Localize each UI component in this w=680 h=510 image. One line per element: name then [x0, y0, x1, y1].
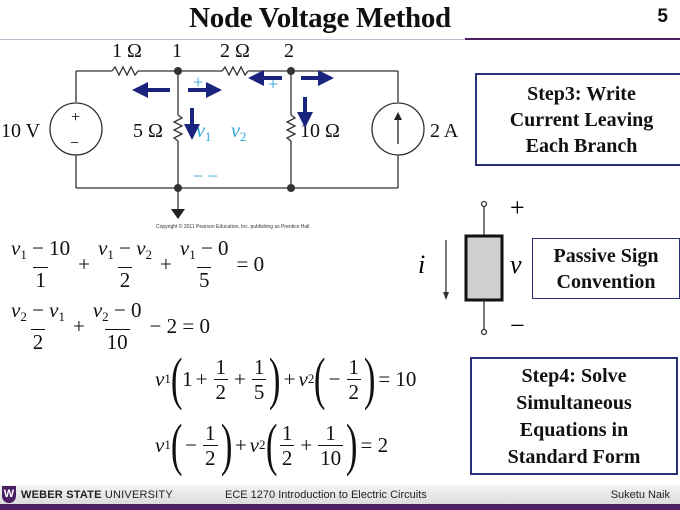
slide-title: Node Voltage Method	[189, 2, 451, 34]
ground-icon	[171, 209, 185, 219]
label-1ohm: 1 Ω	[112, 40, 142, 62]
label-2ohm: 2 Ω	[220, 40, 250, 62]
resistor-1ohm	[111, 65, 139, 77]
footer-accent-bar	[0, 504, 680, 510]
label-node-2: 2	[284, 40, 294, 62]
v2-plus: +	[268, 74, 278, 94]
step3-line-2: Current Leaving	[509, 109, 654, 131]
step3-box: Step3: Write Current Leaving Each Branch	[475, 73, 680, 166]
psc-plus: +	[510, 193, 525, 222]
wsu-logo-icon: W	[2, 486, 16, 503]
label-2a: 2 A	[430, 120, 459, 142]
step3-line-3: Each Branch	[525, 135, 638, 157]
footer-background	[0, 485, 680, 504]
psc-minus: −	[510, 311, 525, 340]
v1-minus: − −	[193, 166, 218, 186]
title-divider	[0, 39, 680, 40]
course-name: ECE 1270 Introduction to Electric Circui…	[225, 489, 427, 501]
node-1	[174, 67, 182, 75]
passive-line-2: Convention	[556, 271, 656, 293]
node-2	[287, 67, 295, 75]
passive-element	[464, 234, 504, 302]
node-bottom-2	[287, 184, 295, 192]
author-name: Suketu Naik	[610, 489, 670, 501]
label-node-1: 1	[172, 40, 182, 62]
slide-number: 5	[657, 6, 668, 27]
label-v2: v2	[231, 120, 246, 144]
title-divider-accent	[465, 38, 680, 40]
label-5ohm: 5 Ω	[133, 120, 163, 142]
label-10v: 10 V	[1, 120, 41, 142]
university-name: WEBER STATE UNIVERSITY	[21, 489, 173, 501]
step4-box: Step4: Solve Simultaneous Equations in S…	[470, 357, 678, 475]
resistor-10ohm	[285, 114, 297, 142]
step4-line-1: Step4: Solve	[521, 365, 627, 387]
node-bottom-1	[174, 184, 182, 192]
psc-voltage-label: v	[510, 250, 522, 279]
v1-plus: +	[193, 72, 203, 92]
step4-line-2: Simultaneous	[516, 392, 632, 414]
step3-line-1: Step3: Write	[527, 83, 636, 105]
copyright-text: Copyright © 2011 Pearson Education, Inc.…	[156, 224, 310, 230]
resistor-5ohm	[172, 114, 184, 142]
passive-sign-box: Passive Sign Convention	[532, 238, 680, 299]
vs-minus: −	[70, 135, 79, 152]
label-10ohm: 10 Ω	[300, 120, 340, 142]
circuit-diagram: + − 1 Ω 1 2 Ω 2 10 V 5 Ω 10 Ω 2 A + + v1…	[1, 40, 459, 219]
passive-line-1: Passive Sign	[553, 245, 659, 267]
vs-plus: +	[71, 109, 80, 126]
step4-line-4: Standard Form	[507, 446, 641, 468]
label-v1: v1	[196, 120, 211, 144]
step4-line-3: Equations in	[519, 419, 629, 441]
resistor-2ohm	[221, 65, 249, 77]
psc-current-label: i	[418, 250, 425, 279]
passive-sign-diagram: + − i v	[418, 193, 525, 340]
